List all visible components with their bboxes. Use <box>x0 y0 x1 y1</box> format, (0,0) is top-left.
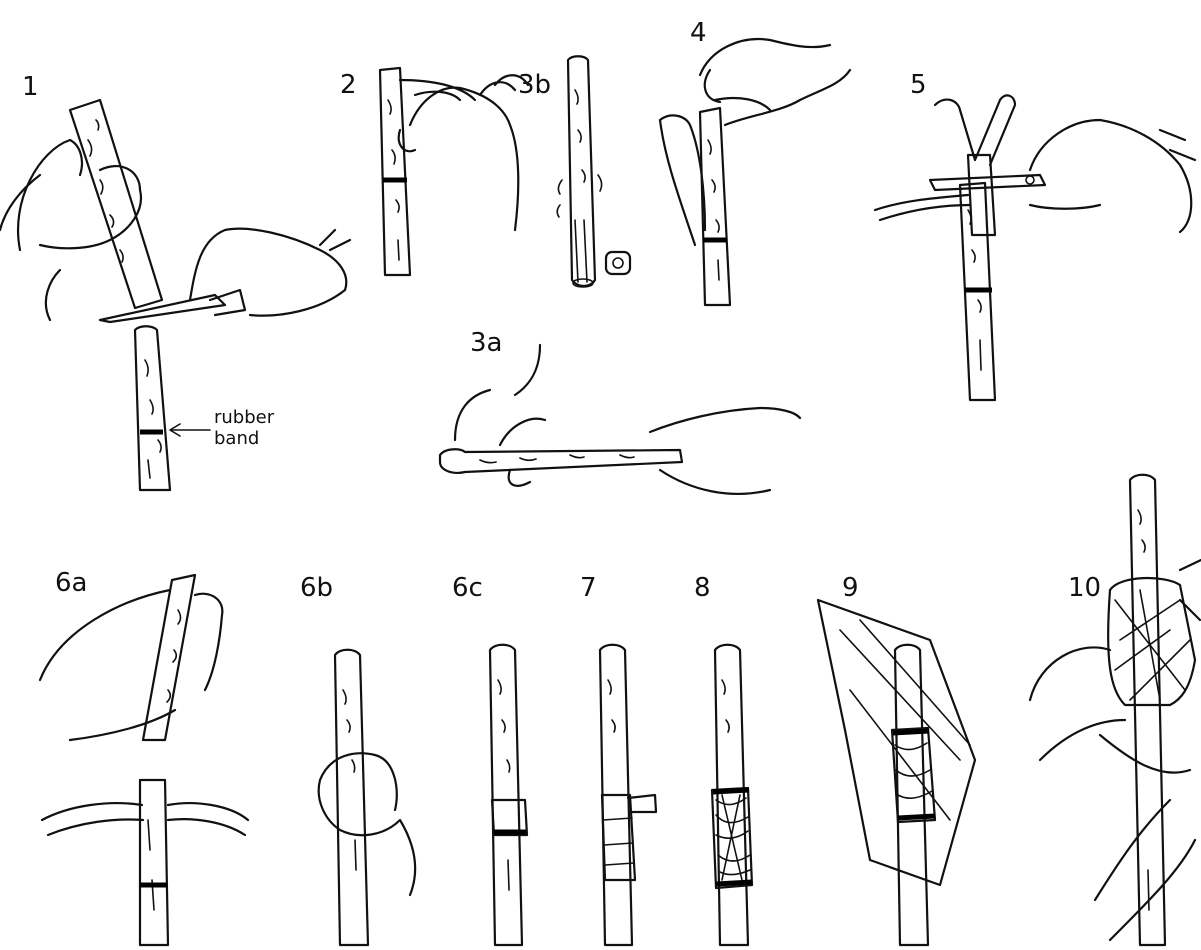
step-label-3b: 3b <box>518 72 551 98</box>
step-3a-drawing <box>440 345 800 494</box>
step-label-6b: 6b <box>300 575 333 601</box>
step-8-drawing <box>712 645 752 945</box>
callout-line-1: rubber <box>214 407 274 428</box>
step-label-1: 1 <box>22 74 39 100</box>
step-label-9: 9 <box>842 575 859 601</box>
callout-line-2: band <box>214 428 274 449</box>
step-label-10: 10 <box>1068 575 1101 601</box>
step-label-4: 4 <box>690 20 707 46</box>
step-9-drawing <box>818 600 975 945</box>
step-5-drawing <box>875 95 1195 400</box>
step-label-3a: 3a <box>470 330 502 356</box>
step-6b-drawing <box>319 650 416 945</box>
step-4-drawing <box>660 39 850 305</box>
step-3b-drawing <box>557 56 630 287</box>
step-label-2: 2 <box>340 72 357 98</box>
step-1-drawing <box>0 100 350 490</box>
step-2-drawing <box>380 68 528 275</box>
step-label-5: 5 <box>910 72 927 98</box>
step-label-8: 8 <box>694 575 711 601</box>
step-6a-drawing <box>40 575 248 945</box>
step-6c-drawing <box>490 645 527 945</box>
step-10-drawing <box>1030 475 1201 945</box>
step-7-drawing <box>600 645 656 945</box>
rubber-band-callout: rubber band <box>214 407 274 449</box>
step-label-7: 7 <box>580 575 597 601</box>
step-label-6c: 6c <box>452 575 483 601</box>
step-label-6a: 6a <box>55 570 87 596</box>
